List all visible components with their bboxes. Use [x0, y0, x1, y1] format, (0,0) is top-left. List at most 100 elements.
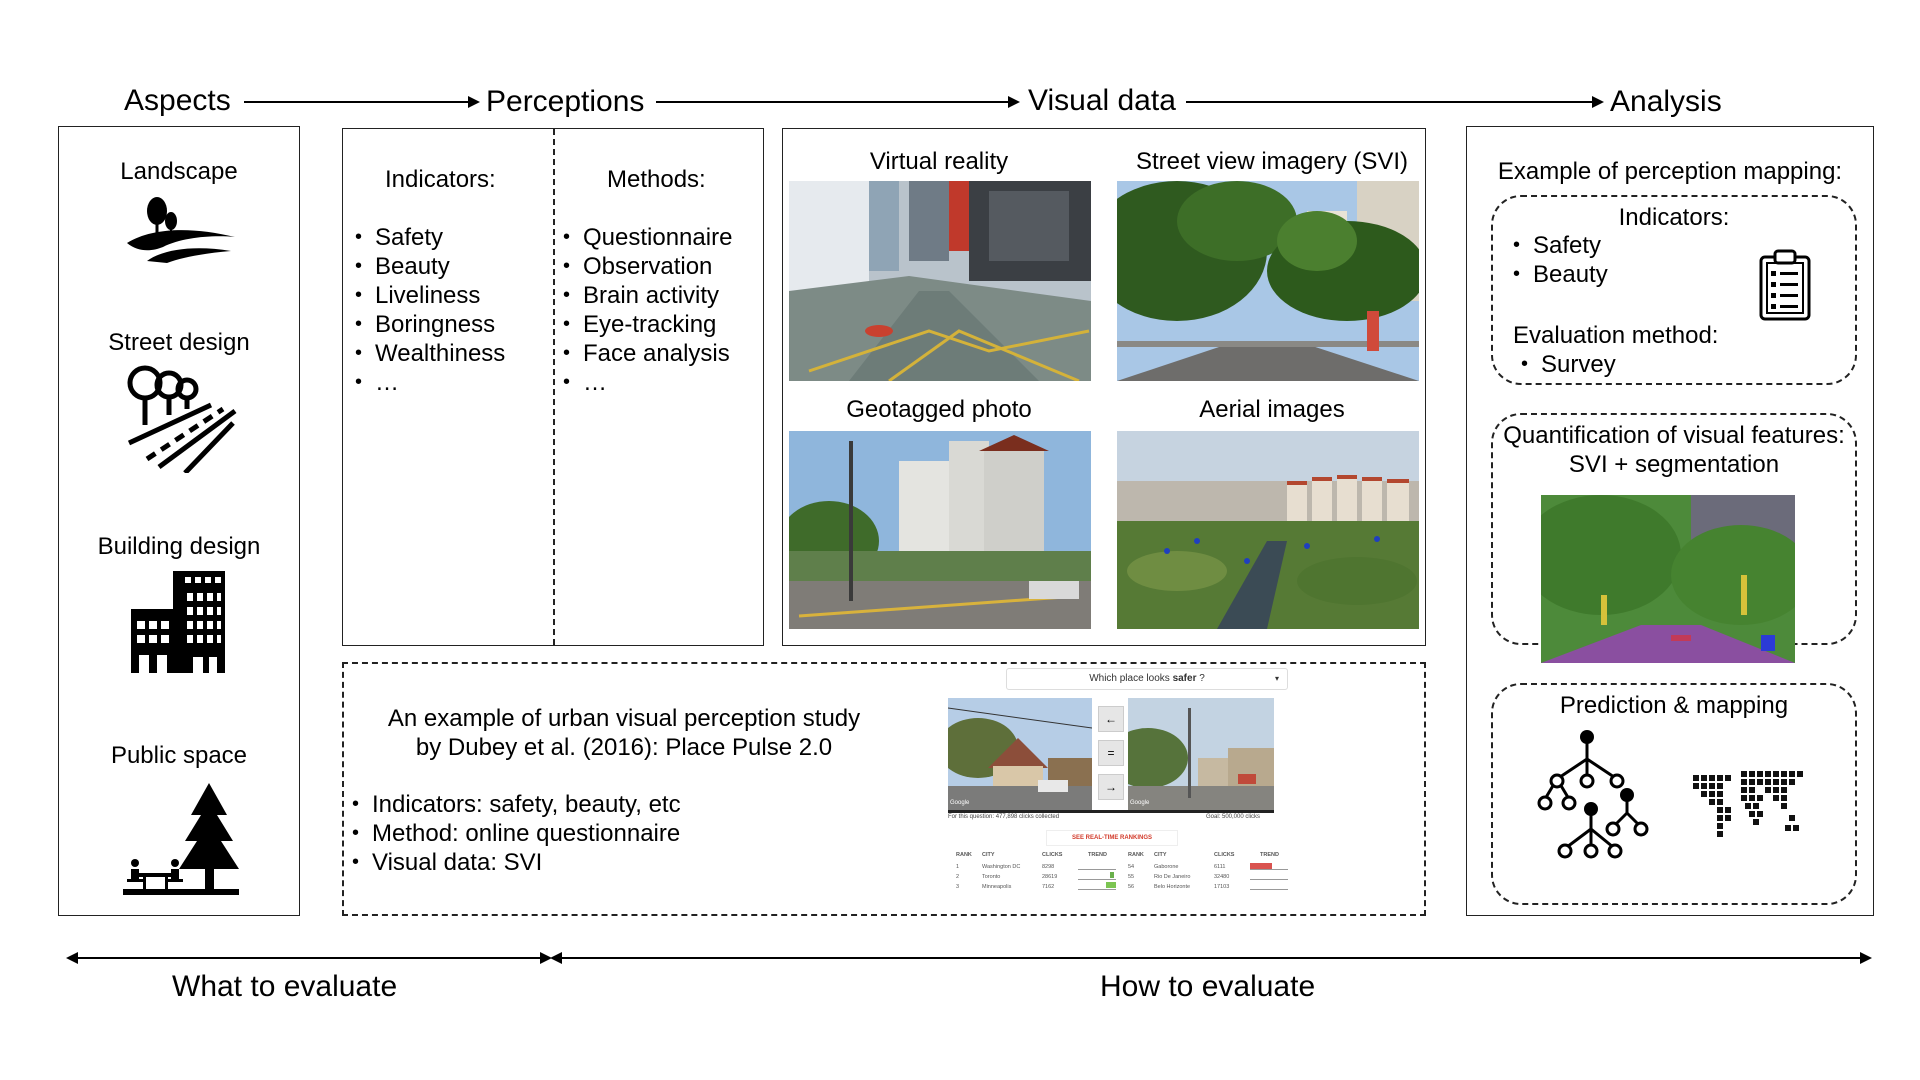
list-item: Observation	[563, 252, 732, 281]
quantification-line2: SVI + segmentation	[1568, 451, 1780, 478]
col-trend: TREND	[1088, 852, 1107, 858]
clicks-goal: Goal: 500,000 clicks	[1206, 814, 1261, 820]
perceptions-divider	[553, 129, 555, 645]
rank-cell: 3	[956, 884, 960, 890]
col-trend: TREND	[1260, 852, 1279, 858]
what-to-evaluate-arrow	[66, 952, 552, 964]
list-item: Beauty	[355, 252, 505, 281]
city-cell: Minneapolis	[982, 884, 1012, 890]
table-header: RANK CITY CLICKS TREND	[956, 852, 1116, 858]
perception-mapping-card: Indicators: Safety Beauty Evaluation met…	[1491, 195, 1857, 385]
right-street-photo[interactable]	[1128, 698, 1274, 810]
rank-cell: 55	[1128, 874, 1135, 880]
example-title-line1: An example of urban visual perception st…	[387, 705, 861, 732]
col-clicks: CLICKS	[1042, 852, 1063, 858]
left-street-photo[interactable]	[948, 698, 1092, 810]
image-label-aerial-images: Aerial images	[1199, 396, 1345, 423]
ranking-table-right: RANK CITY CLICKS TREND 54 Gaborone 6111 …	[1128, 852, 1288, 890]
question-prefix: Which place looks	[1089, 673, 1173, 684]
segmentation-image	[1541, 495, 1795, 663]
how-to-evaluate-label: How to evaluate	[1100, 970, 1316, 1003]
table-row: 56 Belo Horizonte 17103	[1128, 884, 1288, 890]
analysis-indicators-list: Safety Beauty	[1513, 231, 1608, 289]
visual-data-header: Visual data	[1028, 84, 1176, 117]
clicks-cell: 8298	[1042, 864, 1055, 870]
perceptions-panel: Indicators: Safety Beauty Liveliness Bor…	[342, 128, 764, 646]
chevron-down-icon: ▾	[1274, 674, 1279, 683]
list-item: …	[563, 368, 732, 397]
aspects-header: Aspects	[124, 84, 231, 117]
question-bold: safer	[1172, 673, 1197, 684]
trend-sparkline	[1250, 884, 1288, 890]
aspect-label-building-design: Building design	[97, 533, 261, 560]
mapping-title: Example of perception mapping:	[1497, 158, 1843, 185]
list-item: Visual data: SVI	[352, 848, 681, 877]
trend-sparkline	[1078, 864, 1116, 870]
prediction-mapping-card: Prediction & mapping	[1491, 683, 1857, 905]
park-bench-tree-icon	[123, 783, 239, 895]
city-cell: Washington DC	[982, 864, 1021, 870]
city-cell: Gaborone	[1154, 864, 1179, 870]
clicks-cell: 32480	[1214, 874, 1230, 880]
buildings-icon	[131, 571, 225, 673]
analysis-panel: Example of perception mapping: Indicator…	[1466, 126, 1874, 916]
visual-data-panel: Virtual reality Street view imagery (SVI…	[782, 128, 1426, 646]
list-item: Questionnaire	[563, 223, 732, 252]
place-pulse-screenshot: Which place looks safer ? ▾ ← = →	[906, 668, 1306, 912]
question-suffix: ?	[1196, 673, 1205, 684]
rank-cell: 2	[956, 874, 960, 880]
list-item: Boringness	[355, 310, 505, 339]
quantification-line1: Quantification of visual features:	[1503, 422, 1845, 449]
trend-sparkline	[1078, 872, 1116, 880]
geotagged-photo-image	[789, 431, 1091, 629]
list-item: Safety	[355, 223, 505, 252]
choose-left-button[interactable]: ←	[1098, 706, 1124, 732]
indicators-title: Indicators:	[385, 166, 496, 193]
rank-cell: 1	[956, 864, 960, 870]
col-rank: RANK	[1128, 852, 1144, 858]
arrow-perceptions-to-visual	[656, 96, 1020, 108]
what-to-evaluate-label: What to evaluate	[172, 970, 398, 1003]
table-row: 1 Washington DC 8298	[956, 864, 1116, 870]
choose-right-button[interactable]: →	[1098, 774, 1124, 800]
google-watermark-right: Google	[1130, 800, 1150, 806]
col-rank: RANK	[956, 852, 972, 858]
list-item: Beauty	[1513, 260, 1608, 289]
list-item: …	[355, 368, 505, 397]
tree-network-icon	[1537, 730, 1649, 859]
evaluation-method-list: Survey	[1521, 350, 1616, 379]
city-cell: Rio De Janeiro	[1154, 874, 1191, 880]
question-select[interactable]: Which place looks safer ? ▾	[1006, 668, 1288, 690]
list-item: Safety	[1513, 231, 1608, 260]
aspects-panel: Landscape Street design Building design	[58, 126, 300, 916]
table-row: 55 Rio De Janeiro 32480	[1128, 874, 1288, 880]
list-item: Eye-tracking	[563, 310, 732, 339]
methods-list: Questionnaire Observation Brain activity…	[563, 223, 732, 397]
clicks-collected: For this question: 477,898 clicks collec…	[948, 814, 1060, 820]
example-bullets: Indicators: safety, beauty, etc Method: …	[352, 790, 681, 877]
list-item: Indicators: safety, beauty, etc	[352, 790, 681, 819]
list-item: Method: online questionnaire	[352, 819, 681, 848]
quantification-card: Quantification of visual features: SVI +…	[1491, 413, 1857, 663]
table-row: 3 Minneapolis 7162	[956, 882, 1116, 890]
clicks-cell: 7162	[1042, 884, 1055, 890]
aspect-label-public-space: Public space	[110, 742, 248, 769]
analysis-indicators-title: Indicators:	[1618, 204, 1730, 231]
rank-cell: 56	[1128, 884, 1135, 890]
table-header: RANK CITY CLICKS TREND	[1128, 852, 1288, 858]
perceptions-header: Perceptions	[486, 85, 645, 118]
clicks-cell: 28619	[1042, 874, 1058, 880]
realtime-rankings-button[interactable]: SEE REAL-TIME RANKINGS	[1046, 830, 1178, 846]
ranking-table-left: RANK CITY CLICKS TREND 1 Washington DC 8…	[956, 852, 1116, 890]
analysis-header: Analysis	[1610, 85, 1722, 118]
street-trees-icon	[127, 365, 237, 473]
aerial-image	[1117, 431, 1419, 629]
equal-button[interactable]: =	[1098, 740, 1124, 766]
virtual-reality-image	[789, 181, 1091, 381]
street-view-image	[1117, 181, 1419, 381]
city-cell: Toronto	[982, 874, 1001, 880]
image-label-virtual-reality: Virtual reality	[869, 148, 1009, 175]
methods-title: Methods:	[607, 166, 706, 193]
prediction-title: Prediction & mapping	[1559, 692, 1789, 719]
trend-sparkline	[1250, 874, 1288, 880]
